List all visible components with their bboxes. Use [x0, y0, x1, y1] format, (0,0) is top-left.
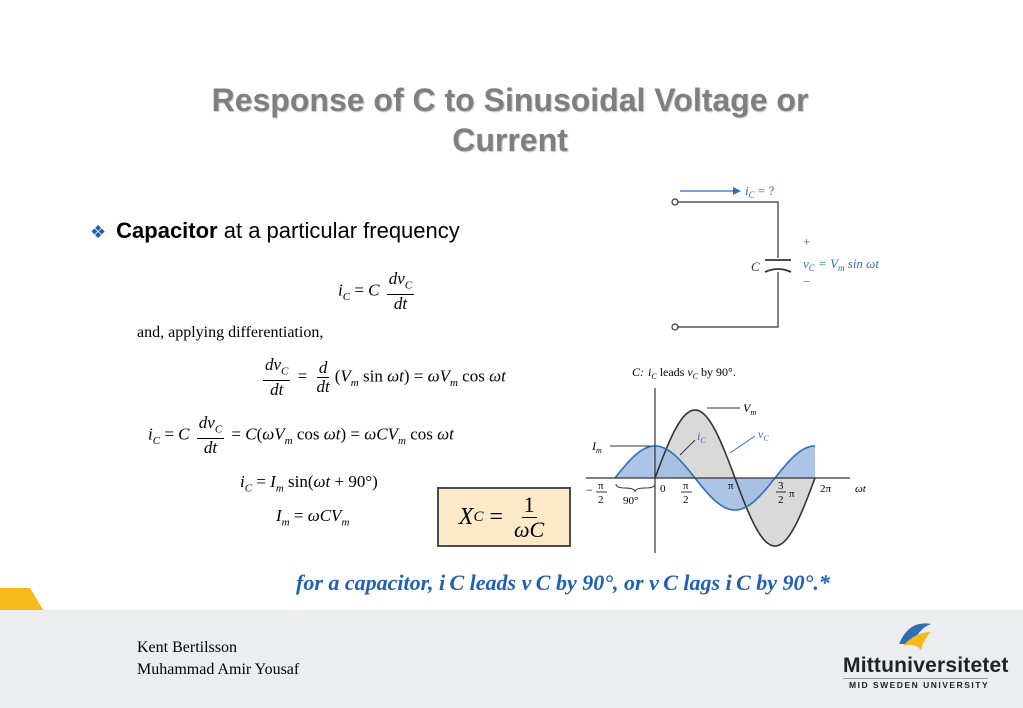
caption-ic: i [648, 365, 651, 379]
vc-sub: C [809, 263, 816, 273]
bullet-capacitor: ❖ Capacitor at a particular frequency [90, 218, 460, 244]
vm-label: Vm [743, 401, 756, 417]
caption-by: by 90°. [701, 365, 736, 379]
ic-curve-letter: i [697, 429, 700, 443]
caption-ic-sub: C [651, 372, 657, 381]
tick-2pi: 2π [820, 483, 832, 495]
title-line-2: Current [452, 122, 568, 158]
wire-bottom [678, 272, 779, 328]
vc-label: vC = Vm sin ωt [803, 256, 879, 273]
vc-leader [729, 435, 756, 454]
ic-sub: C [749, 190, 756, 200]
bullet-text: at a particular frequency [217, 218, 460, 243]
terminal-top [671, 198, 679, 206]
bullet-bold: Capacitor [116, 218, 218, 243]
tick-pi2-den: 2 [683, 494, 689, 506]
and-applying-text: and, applying differentiation, [137, 324, 324, 341]
plate-bottom [764, 268, 792, 273]
im-letter: I [591, 439, 597, 453]
ic-curve-sub: C [700, 436, 706, 445]
author-2: Muhammad Amir Yousaf [137, 661, 300, 678]
ic-curve [614, 445, 815, 511]
tick-3pi2-pi: π [789, 488, 795, 500]
caption-vc: v [687, 365, 693, 379]
vc-eq: = V [815, 256, 840, 271]
tick-neg-pi2-den: 2 [598, 494, 604, 506]
bullet-diamond-icon: ❖ [90, 222, 107, 242]
ic-label: iC = ? [745, 183, 774, 200]
vc-sin: sin ωt [845, 256, 880, 271]
caption-vc-sub: C [693, 372, 699, 381]
logo-yellow [903, 632, 931, 650]
vc-curve-letter: v [758, 427, 764, 441]
axis-wt: ωt [855, 483, 867, 495]
title-line-1: Response of C to Sinusoidal Voltage or [211, 82, 809, 118]
tick-0: 0 [660, 483, 666, 495]
logo-blue [899, 623, 931, 644]
terminal-bottom [671, 323, 679, 331]
vm-sub: m [750, 408, 756, 417]
vm-letter: V [743, 401, 752, 415]
tick-3pi2-num: 3 [778, 480, 784, 492]
university-logo-subtitle: MID SWEDEN UNIVERSITY [849, 680, 990, 690]
vc-curve-sub: C [763, 434, 769, 443]
author-1: Kent Bertilsson [137, 639, 237, 656]
caption-leads: leads [660, 365, 685, 379]
tick-neg-pi2-num: π [598, 480, 604, 492]
c-label: C [751, 259, 760, 274]
caption-c: C: [632, 365, 644, 379]
wire-top [678, 201, 779, 258]
vc-curve-label: vC [758, 427, 769, 443]
im-sub: m [596, 446, 602, 455]
tick-pi: π [728, 480, 734, 492]
university-logo-text: Mittuniversitetet [843, 654, 1009, 677]
tick-3pi2-den: 2 [778, 494, 784, 506]
eq-im: Im = ωCVm [276, 506, 350, 529]
authors: Kent Bertilsson Muhammad Amir Yousaf [137, 637, 299, 681]
eq-ic-sin: iC = Im sin(ωt + 90°) [240, 472, 378, 495]
vc-letter: v [803, 256, 809, 271]
ic-letter: i [745, 183, 749, 198]
im-label: Im [591, 439, 602, 455]
capacitor-statement: for a capacitor, i C leads v C by 90°, o… [296, 570, 830, 595]
capacitor-circuit: iC = ? + − C vC = Vm sin ωt [671, 183, 879, 331]
ic-eq: = ? [755, 183, 775, 198]
minus-sign: − [803, 274, 810, 289]
tick-neg-sign: − [586, 483, 593, 497]
ic-leader [679, 439, 696, 456]
slide-title: Response of C to Sinusoidal Voltage or C… [60, 80, 960, 160]
tick-90: 90° [623, 495, 638, 507]
phase-brace [615, 483, 656, 493]
logo-divider [843, 678, 988, 679]
ic-curve-label: iC [697, 429, 706, 445]
university-logo-icon [899, 623, 931, 650]
footer-band [0, 610, 1023, 708]
current-arrow-head [733, 187, 741, 195]
vc-m: m [838, 263, 845, 273]
tick-pi2-num: π [683, 480, 689, 492]
plus-sign: + [803, 234, 810, 249]
